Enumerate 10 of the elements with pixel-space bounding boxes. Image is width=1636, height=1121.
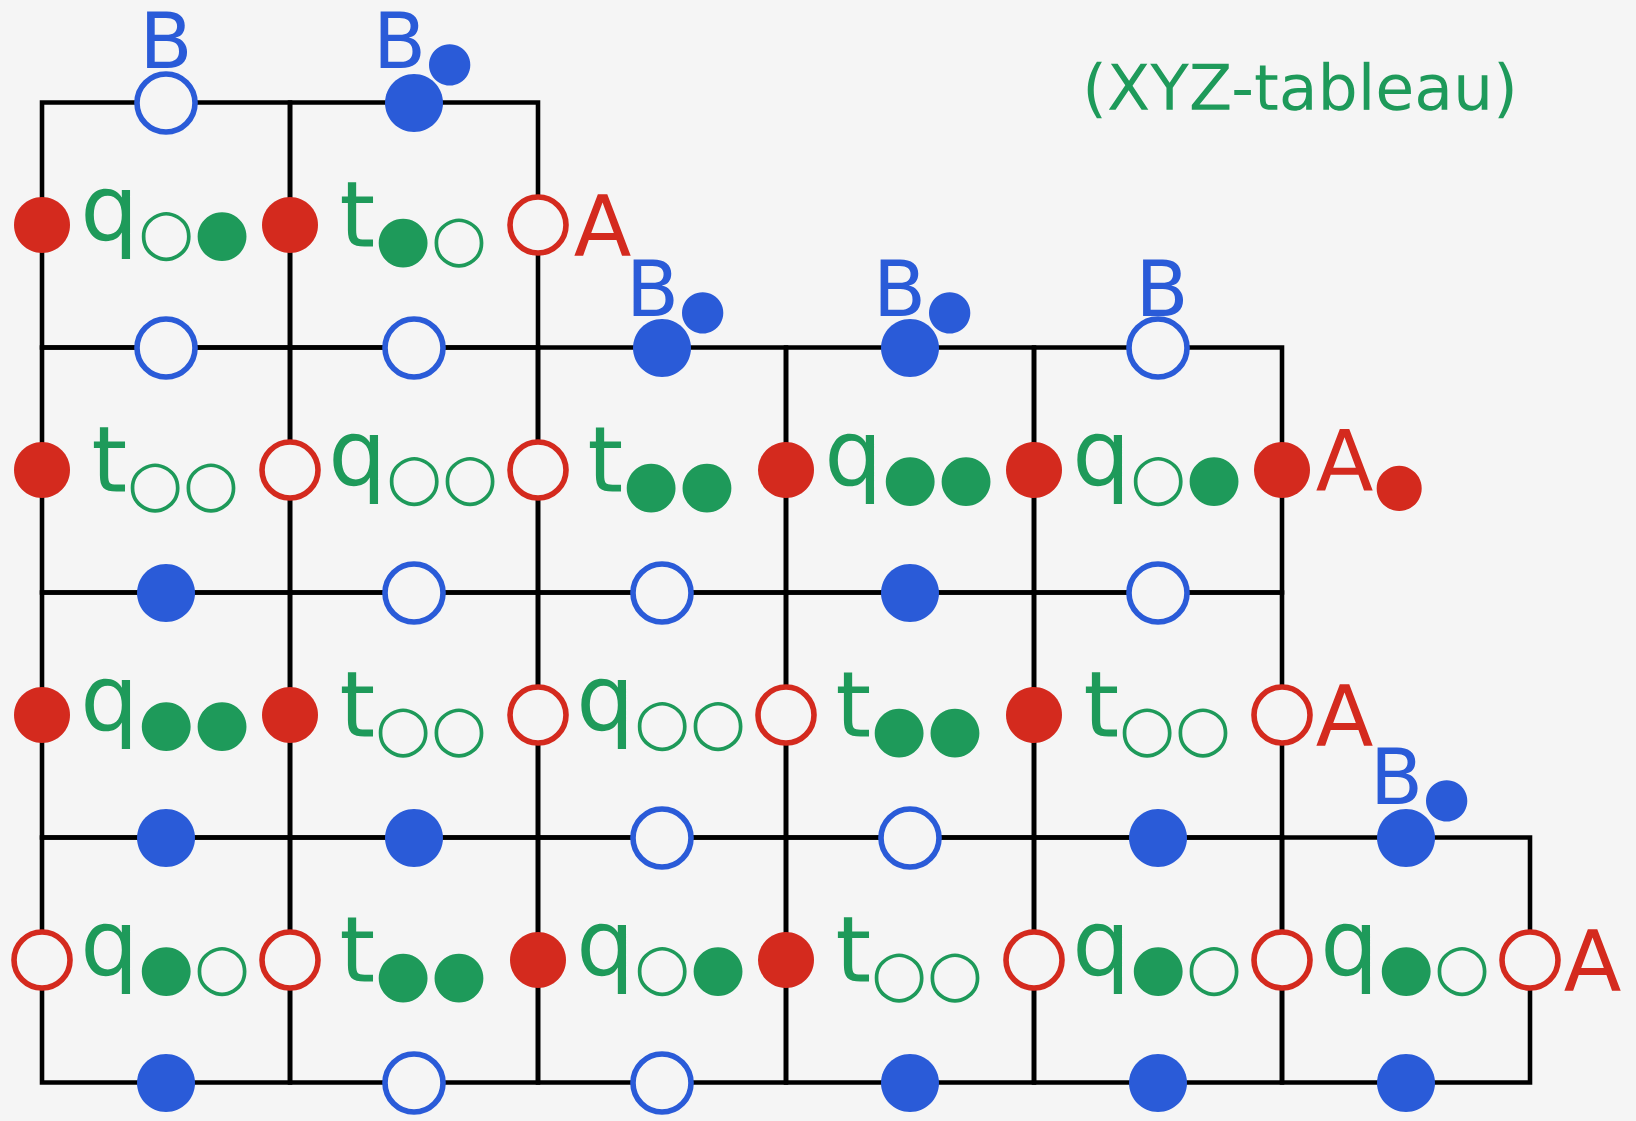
letter-label: (XYZ-tableau)	[1087, 61, 1513, 119]
letter-label: B$_{●}$	[380, 11, 471, 86]
letter-label: B	[147, 11, 188, 68]
letter-label: B$_{●}$	[633, 259, 724, 334]
letter-label: B	[1143, 259, 1184, 316]
letter-label: A	[1316, 684, 1373, 746]
letter-label: B$_{●}$	[1377, 747, 1468, 822]
letter-label: A	[574, 194, 631, 256]
letter-label: B$_{●}$	[880, 259, 971, 334]
letter-label: A$_{●}$	[1316, 429, 1422, 511]
